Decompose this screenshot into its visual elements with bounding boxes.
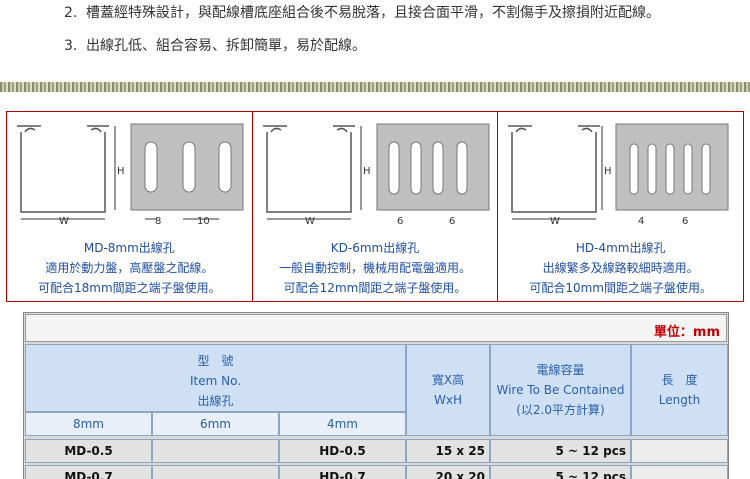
dim-h-label: H: [363, 166, 371, 177]
dim-w-label: W: [59, 216, 69, 227]
col-6mm: 6mm: [152, 412, 279, 436]
panel-title: HD-4mm出線孔: [575, 241, 666, 255]
panel-line2: 可配合18mm間距之端子盤使用。: [38, 281, 221, 295]
intro-item-number: 3.: [64, 38, 78, 54]
dim-b-label: 6: [449, 216, 455, 227]
panel-caption: KD-6mm出線孔 一般自動控制，機械用配電盤適用。 可配合12mm間距之端子盤…: [253, 238, 498, 298]
model-header-en: Item No.: [189, 374, 242, 388]
capacity-header-zh: 電線容量: [536, 363, 585, 377]
intro-item: 3. 出線孔低、組合容易、拆卸簡單，易於配線。: [64, 35, 724, 57]
size-header-en: WxH: [434, 393, 462, 407]
dim-a-label: 8: [155, 216, 161, 227]
panel-caption: MD-8mm出線孔 適用於動力盤，高壓盤之配線。 可配合18mm間距之端子盤使用…: [7, 238, 252, 298]
dim-a-label: 4: [638, 216, 644, 227]
table-cell-8mm: MD-0.5: [25, 439, 152, 463]
duct-drawing: H W 4 6: [508, 123, 729, 227]
panel-caption: HD-4mm出線孔 出線繁多及線路較細時適用。 可配合10mm間距之端子盤使用。: [498, 238, 743, 298]
unit-label: 單位：mm: [653, 325, 720, 340]
table-cell-capacity: 5 ~ 12 pcs: [490, 465, 631, 479]
col-8mm: 8mm: [25, 412, 152, 436]
table-cell-4mm: HD-0.7: [279, 465, 406, 479]
length-header-en: Length: [658, 393, 701, 407]
table-cell-size: 20 x 20: [406, 465, 490, 479]
intro-item: 2. 槽蓋經特殊設計，與配線槽底座組合後不易脫落，且接合面平滑，不割傷手及擦損附…: [64, 2, 724, 24]
table-cell-4mm: HD-0.5: [279, 439, 406, 463]
model-header-zh: 型 號: [197, 354, 234, 368]
duct-drawing: H W 6 6: [262, 123, 490, 227]
intro-item-text: 槽蓋經特殊設計，與配線槽底座組合後不易脫落，且接合面平滑，不割傷手及擦損附近配線…: [86, 5, 660, 21]
panel-title: MD-8mm出線孔: [83, 241, 175, 255]
table-cell-capacity: 5 ~ 12 pcs: [490, 439, 631, 463]
dim-b-label: 10: [197, 216, 210, 227]
dim-w-label: W: [305, 216, 315, 227]
panel-line1: 一般自動控制，機械用配電盤適用。: [279, 261, 472, 275]
dim-h-label: H: [604, 166, 612, 177]
table-cell-length: [631, 439, 728, 463]
capacity-header: 電線容量 Wire To Be Contained (以2.0平方計算): [490, 344, 631, 436]
product-panel-md: H W 8 10 MD-8mm出線孔 適用於動力盤，高壓盤之配線。 可配合18m…: [7, 112, 253, 301]
decorative-divider: [0, 82, 750, 92]
panel-title: KD-6mm出線孔: [330, 241, 420, 255]
spec-table: 單位：mm 型 號 Item No. 出線孔 8mm 6mm 4mm 寬X高 W…: [23, 312, 729, 479]
intro-list: 2. 槽蓋經特殊設計，與配線槽底座組合後不易脫落，且接合面平滑，不割傷手及擦損附…: [64, 2, 724, 57]
col-4mm: 4mm: [279, 412, 406, 436]
length-header: 長 度 Length: [631, 344, 728, 436]
dim-a-label: 6: [397, 216, 403, 227]
panel-line2: 可配合10mm間距之端子盤使用。: [529, 281, 712, 295]
panel-line1: 出線繁多及線路較細時適用。: [542, 261, 699, 275]
panel-line1: 適用於動力盤，高壓盤之配線。: [45, 261, 214, 275]
duct-drawing: H W 8 10: [17, 123, 244, 227]
size-header: 寬X高 WxH: [406, 344, 490, 436]
hole-header: 出線孔: [25, 389, 406, 412]
unit-row: 單位：mm: [25, 314, 727, 342]
capacity-header-note: (以2.0平方計算): [516, 403, 605, 417]
length-header-zh: 長 度: [661, 373, 698, 387]
size-header-zh: 寬X高: [431, 373, 465, 387]
intro-item-text: 出線孔低、組合容易、拆卸簡單，易於配線。: [86, 38, 366, 54]
capacity-header-en: Wire To Be Contained: [496, 383, 625, 397]
panel-line2: 可配合12mm間距之端子盤使用。: [283, 281, 467, 295]
product-panels: H W 8 10 MD-8mm出線孔 適用於動力盤，高壓盤之配線。 可配合18m…: [6, 111, 744, 302]
table-cell-length: [631, 465, 728, 479]
product-panel-hd: H W 4 6 HD-4mm出線孔 出線繁多及線路較細時適用。 可配合10mm間…: [498, 112, 743, 301]
dim-w-label: W: [550, 216, 560, 227]
product-panel-kd: H W 6 6 KD-6mm出線孔 一般自動控制，機械用配電盤適用。 可配合12…: [253, 112, 499, 301]
table-cell-6mm: [152, 465, 279, 479]
table-cell-8mm: MD-0.7: [25, 465, 152, 479]
table-cell-6mm: [152, 439, 279, 463]
intro-item-number: 2.: [64, 5, 78, 21]
dim-b-label: 6: [682, 216, 688, 227]
dim-h-label: H: [117, 166, 125, 177]
table-cell-size: 15 x 25: [406, 439, 490, 463]
